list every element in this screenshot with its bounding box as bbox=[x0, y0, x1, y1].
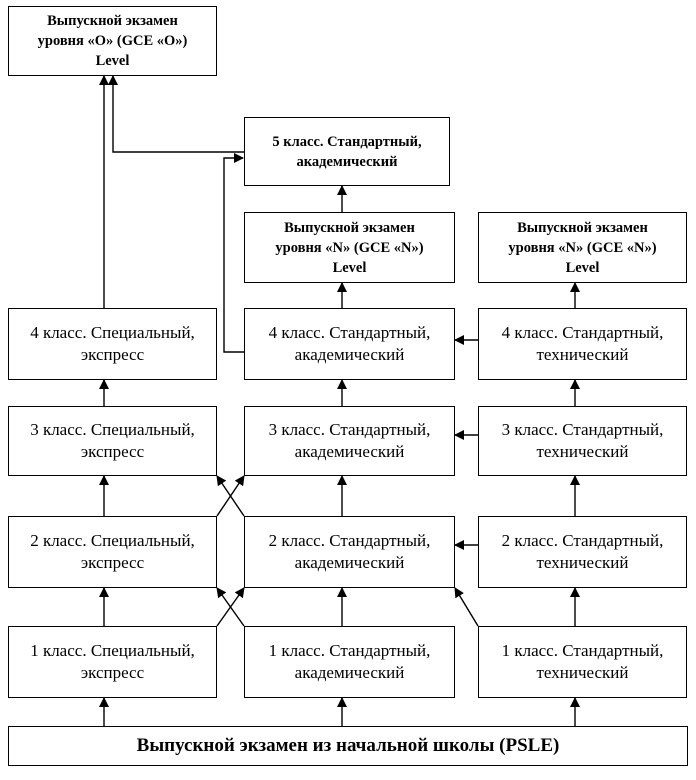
academic-grade3-box: 3 класс. Стандартный, академический bbox=[244, 406, 455, 476]
express-grade4-label: 4 класс. Специальный, экспресс bbox=[30, 323, 195, 364]
technical-grade4-label: 4 класс. Стандартный, технический bbox=[501, 323, 664, 364]
arrow-academic2-express3 bbox=[216, 475, 245, 517]
express-grade1-box: 1 класс. Специальный, экспресс bbox=[8, 626, 217, 698]
arrow-technical1-academic2 bbox=[454, 587, 479, 627]
o-level-exam-label: Выпускной экзамен уровня «О» (GCE «О») L… bbox=[37, 13, 188, 69]
psle-exam-label: Выпускной экзамен из начальной школы (PS… bbox=[136, 735, 560, 756]
academic-grade4-label: 4 класс. Стандартный, академический bbox=[268, 323, 431, 364]
academic-grade2-box: 2 класс. Стандартный, академический bbox=[244, 516, 455, 588]
n-level-technical-label: Выпускной экзамен уровня «N» (GCE «N») L… bbox=[508, 219, 657, 276]
arrow-academic1-express2 bbox=[216, 587, 245, 627]
express-grade2-box: 2 класс. Специальный, экспресс bbox=[8, 516, 217, 588]
technical-grade4-box: 4 класс. Стандартный, технический bbox=[478, 308, 687, 380]
psle-exam-box: Выпускной экзамен из начальной школы (PS… bbox=[8, 726, 688, 766]
technical-grade2-label: 2 класс. Стандартный, технический bbox=[501, 531, 664, 572]
technical-grade1-box: 1 класс. Стандартный, технический bbox=[478, 626, 687, 698]
express-grade2-label: 2 класс. Специальный, экспресс bbox=[30, 531, 195, 572]
technical-grade3-label: 3 класс. Стандартный, технический bbox=[501, 420, 664, 461]
o-level-exam-box: Выпускной экзамен уровня «О» (GCE «О») L… bbox=[8, 6, 217, 76]
technical-grade1-label: 1 класс. Стандартный, технический bbox=[501, 641, 664, 682]
express-grade1-label: 1 класс. Специальный, экспресс bbox=[30, 641, 195, 682]
express-grade4-box: 4 класс. Специальный, экспресс bbox=[8, 308, 217, 380]
academic-grade4-box: 4 класс. Стандартный, академический bbox=[244, 308, 455, 380]
express-grade3-box: 3 класс. Специальный, экспресс bbox=[8, 406, 217, 476]
technical-grade2-box: 2 класс. Стандартный, технический bbox=[478, 516, 687, 588]
n-level-academic-label: Выпускной экзамен уровня «N» (GCE «N») L… bbox=[275, 219, 424, 276]
arrow-grade5-olevel bbox=[108, 75, 244, 153]
technical-grade3-box: 3 класс. Стандартный, технический bbox=[478, 406, 687, 476]
n-level-academic-box: Выпускной экзамен уровня «N» (GCE «N») L… bbox=[244, 212, 455, 283]
express-grade3-label: 3 класс. Специальный, экспресс bbox=[30, 420, 195, 461]
arrow-academic4-grade5 bbox=[223, 153, 244, 353]
grade5-academic-box: 5 класс. Стандартный, академический bbox=[244, 117, 450, 186]
academic-grade2-label: 2 класс. Стандартный, академический bbox=[268, 531, 431, 572]
academic-grade1-label: 1 класс. Стандартный, академический bbox=[268, 641, 431, 682]
academic-grade3-label: 3 класс. Стандартный, академический bbox=[268, 420, 431, 461]
grade5-academic-label: 5 класс. Стандартный, академический bbox=[272, 133, 422, 170]
academic-grade1-box: 1 класс. Стандартный, академический bbox=[244, 626, 455, 698]
n-level-technical-box: Выпускной экзамен уровня «N» (GCE «N») L… bbox=[478, 212, 687, 283]
